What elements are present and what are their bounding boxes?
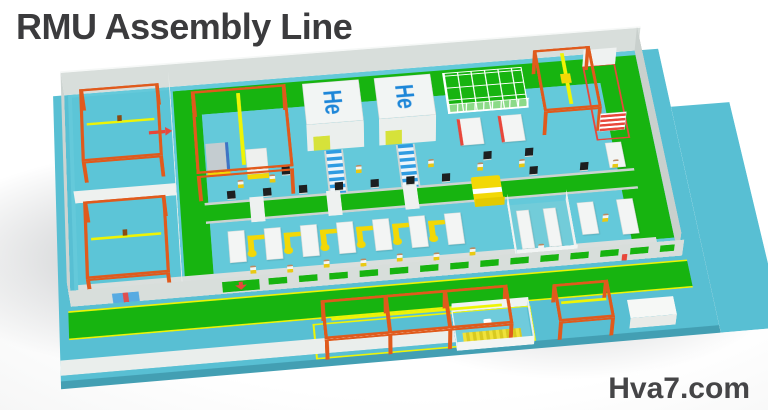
- hmi-panel: [334, 181, 344, 192]
- he-chamber-top: He: [373, 73, 437, 120]
- gantry-crane-top: [552, 279, 616, 322]
- worker: [396, 253, 403, 262]
- hmi-panel: [298, 184, 308, 195]
- gantry-column: [388, 335, 393, 355]
- gantry-crane-top: [83, 194, 171, 280]
- he-label: He: [389, 83, 421, 110]
- hmi-panel: [406, 175, 415, 186]
- gantry-column: [447, 330, 453, 350]
- chamber-door: [313, 135, 331, 151]
- worker: [469, 247, 476, 256]
- he-chamber-top: He: [301, 79, 364, 125]
- gantry-crane-top: [79, 83, 163, 162]
- crane-beam: [235, 93, 246, 165]
- gantry-frame: [542, 106, 602, 136]
- watermark-label: Hva7.com: [608, 372, 750, 405]
- page-title: RMU Assembly Line: [16, 6, 353, 47]
- worker: [428, 158, 434, 168]
- worker: [355, 164, 362, 174]
- red-door-mark: [621, 253, 628, 261]
- crane-beam: [560, 297, 607, 304]
- door-panel-green: [221, 279, 260, 294]
- worker: [602, 213, 609, 222]
- crane-load: [560, 73, 572, 84]
- red-rack: [598, 111, 627, 132]
- crane-beam: [331, 303, 502, 321]
- gantry-crane-top: [190, 84, 294, 175]
- gantry-crane-top: [532, 45, 602, 112]
- crane-hook: [122, 229, 128, 236]
- worker: [249, 265, 257, 274]
- worker: [612, 159, 619, 168]
- hmi-panel: [524, 147, 534, 158]
- crane-hook: [117, 115, 123, 122]
- hmi-panel: [262, 187, 272, 198]
- hmi-panel: [529, 165, 539, 176]
- worker: [477, 162, 484, 171]
- hmi-panel: [483, 150, 492, 161]
- worker: [323, 259, 330, 268]
- factory-3d-scene: He He: [53, 26, 768, 410]
- hmi-panel: [226, 190, 236, 201]
- hmi-panel: [370, 178, 379, 189]
- he-chamber-front: [306, 120, 365, 152]
- he-chamber-front: [378, 114, 437, 146]
- hmi-panel: [441, 173, 451, 183]
- he-label: He: [317, 88, 349, 116]
- chamber-door: [385, 129, 402, 146]
- worker: [518, 158, 526, 168]
- door-red-stripe: [122, 292, 130, 303]
- hmi-panel: [579, 161, 589, 172]
